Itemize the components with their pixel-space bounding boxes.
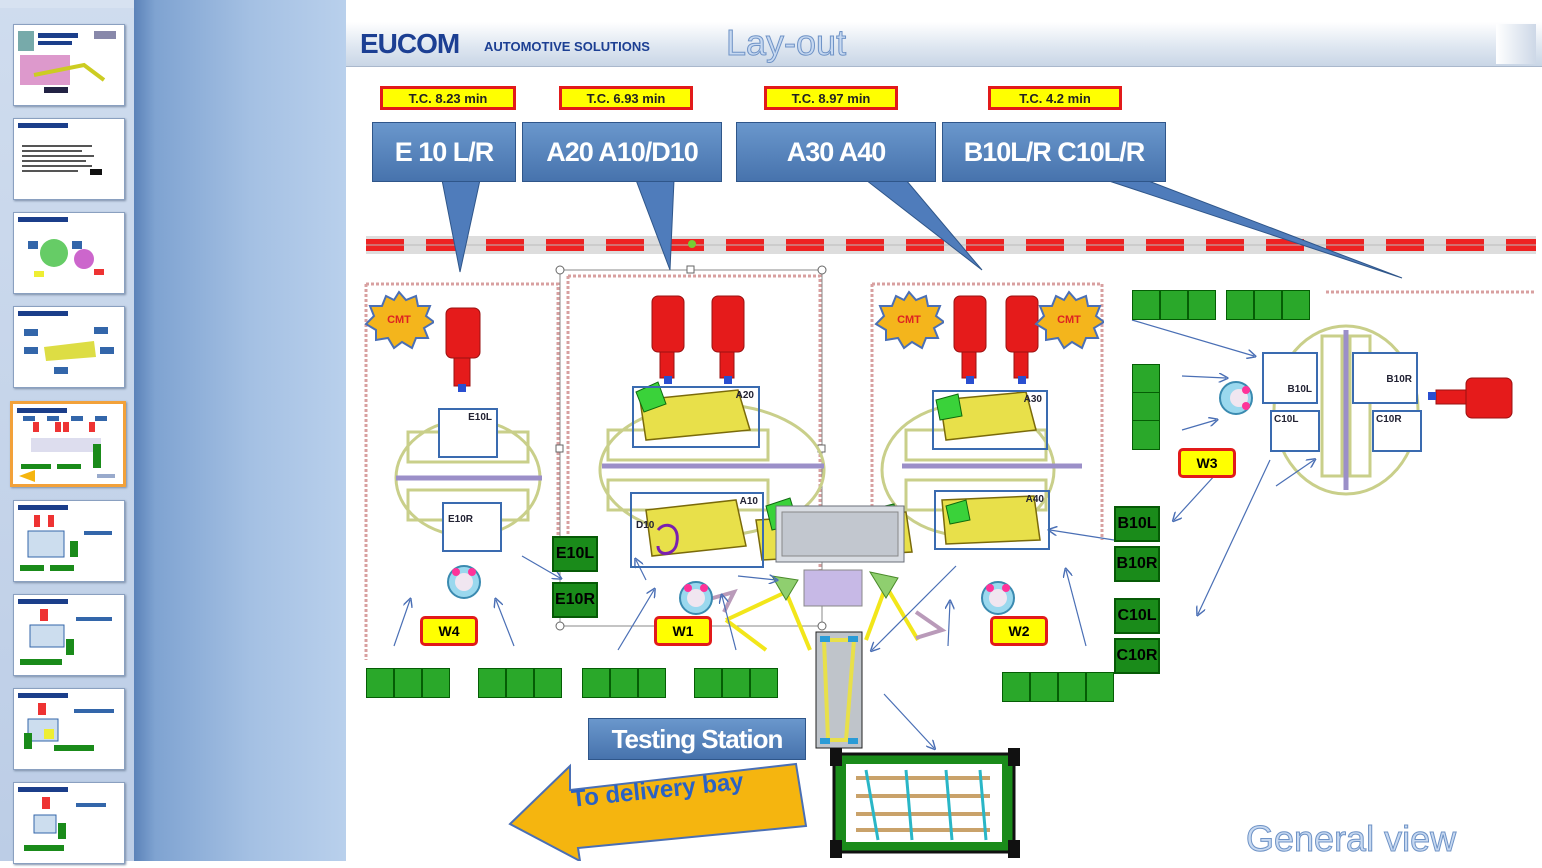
workstation-w2[interactable]: W2: [990, 616, 1048, 646]
callout-b10-c10[interactable]: B10L/R C10L/R: [942, 122, 1166, 182]
slide-thumbnail-1[interactable]: [13, 24, 125, 106]
fixture-b10l[interactable]: B10L: [1262, 352, 1318, 404]
crate-column-8[interactable]: [1132, 364, 1162, 450]
fixture-e10l[interactable]: E10L: [438, 408, 498, 458]
slide-thumbnail-2[interactable]: [13, 118, 125, 200]
slide-thumbnail-4[interactable]: [13, 306, 125, 388]
fixture-a20[interactable]: A20: [632, 386, 760, 448]
editor-background: [134, 0, 346, 861]
fixture-d10-label: D10: [636, 520, 655, 531]
fixture-b10l-label: B10L: [1287, 384, 1312, 395]
rack-e10l[interactable]: E10L: [552, 536, 598, 572]
cmt-welder-a40[interactable]: CMT: [1034, 290, 1106, 350]
slide-header-banner: EUCOM AUTOMOTIVE SOLUTIONS Lay-out: [346, 22, 1542, 67]
slide-thumbnail-5-selected[interactable]: [10, 401, 126, 487]
workstation-w1[interactable]: W1: [654, 616, 712, 646]
cycle-time-a30-a40[interactable]: T.C. 8.97 min: [764, 86, 898, 110]
slide-thumbnail-6[interactable]: [13, 500, 125, 582]
slide-thumbnail-8[interactable]: [13, 688, 125, 770]
workstation-w4[interactable]: W4: [420, 616, 478, 646]
crate-row-1[interactable]: [366, 668, 450, 698]
brand-logo: EUCOM: [360, 28, 460, 59]
testing-station-label[interactable]: Testing Station: [588, 718, 806, 760]
fixture-c10l-label: C10L: [1274, 414, 1299, 425]
fixture-b10r[interactable]: B10R: [1352, 352, 1418, 404]
cmt-label-3: CMT: [1057, 314, 1081, 326]
cycle-time-e10[interactable]: T.C. 8.23 min: [380, 86, 516, 110]
cmt-welder-e10[interactable]: CMT: [364, 290, 436, 350]
callout-a20-a10-d10[interactable]: A20 A10/D10: [522, 122, 722, 182]
slide-thumbnail-pane: [0, 0, 134, 864]
slide-thumbnail-3[interactable]: [13, 212, 125, 294]
fixture-a10-label: A10: [739, 496, 758, 507]
fixture-e10r[interactable]: E10R: [442, 502, 502, 552]
fixture-a30-label: A30: [1023, 394, 1042, 405]
rack-e10r[interactable]: E10R: [552, 582, 598, 618]
fixture-c10r-label: C10R: [1376, 414, 1402, 425]
cmt-label-1: CMT: [387, 314, 411, 326]
cmt-welder-a30[interactable]: CMT: [874, 290, 946, 350]
cycle-time-b10-c10[interactable]: T.C. 4.2 min: [988, 86, 1122, 110]
fixture-c10l[interactable]: C10L: [1270, 410, 1320, 452]
crate-row-2[interactable]: [478, 668, 562, 698]
workstation-w3[interactable]: W3: [1178, 448, 1236, 478]
slide-thumbnail-9[interactable]: [13, 782, 125, 864]
crate-row-6[interactable]: [1132, 290, 1216, 320]
cycle-time-a20-a10[interactable]: T.C. 6.93 min: [559, 86, 693, 110]
fixture-b10r-label: B10R: [1386, 374, 1412, 385]
cmt-label-2: CMT: [897, 314, 921, 326]
to-delivery-arrow[interactable]: [506, 748, 816, 861]
fixture-e10r-label: E10R: [448, 514, 474, 525]
fixture-a20-label: A20: [735, 390, 754, 401]
fixture-c10r[interactable]: C10R: [1372, 410, 1422, 452]
callout-e10[interactable]: E 10 L/R: [372, 122, 516, 182]
fixture-e10l-label: E10L: [468, 412, 492, 423]
slide-canvas[interactable]: EUCOM AUTOMOTIVE SOLUTIONS Lay-out: [346, 0, 1542, 861]
fixture-a40-label: A40: [1025, 494, 1044, 505]
fixture-a40[interactable]: A40: [934, 490, 1050, 550]
rack-b10r[interactable]: B10R: [1114, 546, 1160, 582]
callout-a30-a40[interactable]: A30 A40: [736, 122, 936, 182]
crate-row-7[interactable]: [1226, 290, 1310, 320]
crate-row-4[interactable]: [694, 668, 778, 698]
slide-thumbnail-7[interactable]: [13, 594, 125, 676]
crate-row-3[interactable]: [582, 668, 666, 698]
rack-c10l[interactable]: C10L: [1114, 598, 1160, 634]
rack-b10l[interactable]: B10L: [1114, 506, 1160, 542]
thumbnail-pane-tabs[interactable]: [0, 0, 134, 8]
fixture-a30[interactable]: A30: [932, 390, 1048, 450]
banner-fade: [1496, 24, 1536, 64]
rack-c10r[interactable]: C10R: [1114, 638, 1160, 674]
slide-footer-title: General view: [1245, 818, 1457, 860]
crate-row-5[interactable]: [1002, 672, 1114, 702]
brand-tagline: AUTOMOTIVE SOLUTIONS: [484, 39, 650, 54]
slide-title: Lay-out: [725, 22, 847, 64]
